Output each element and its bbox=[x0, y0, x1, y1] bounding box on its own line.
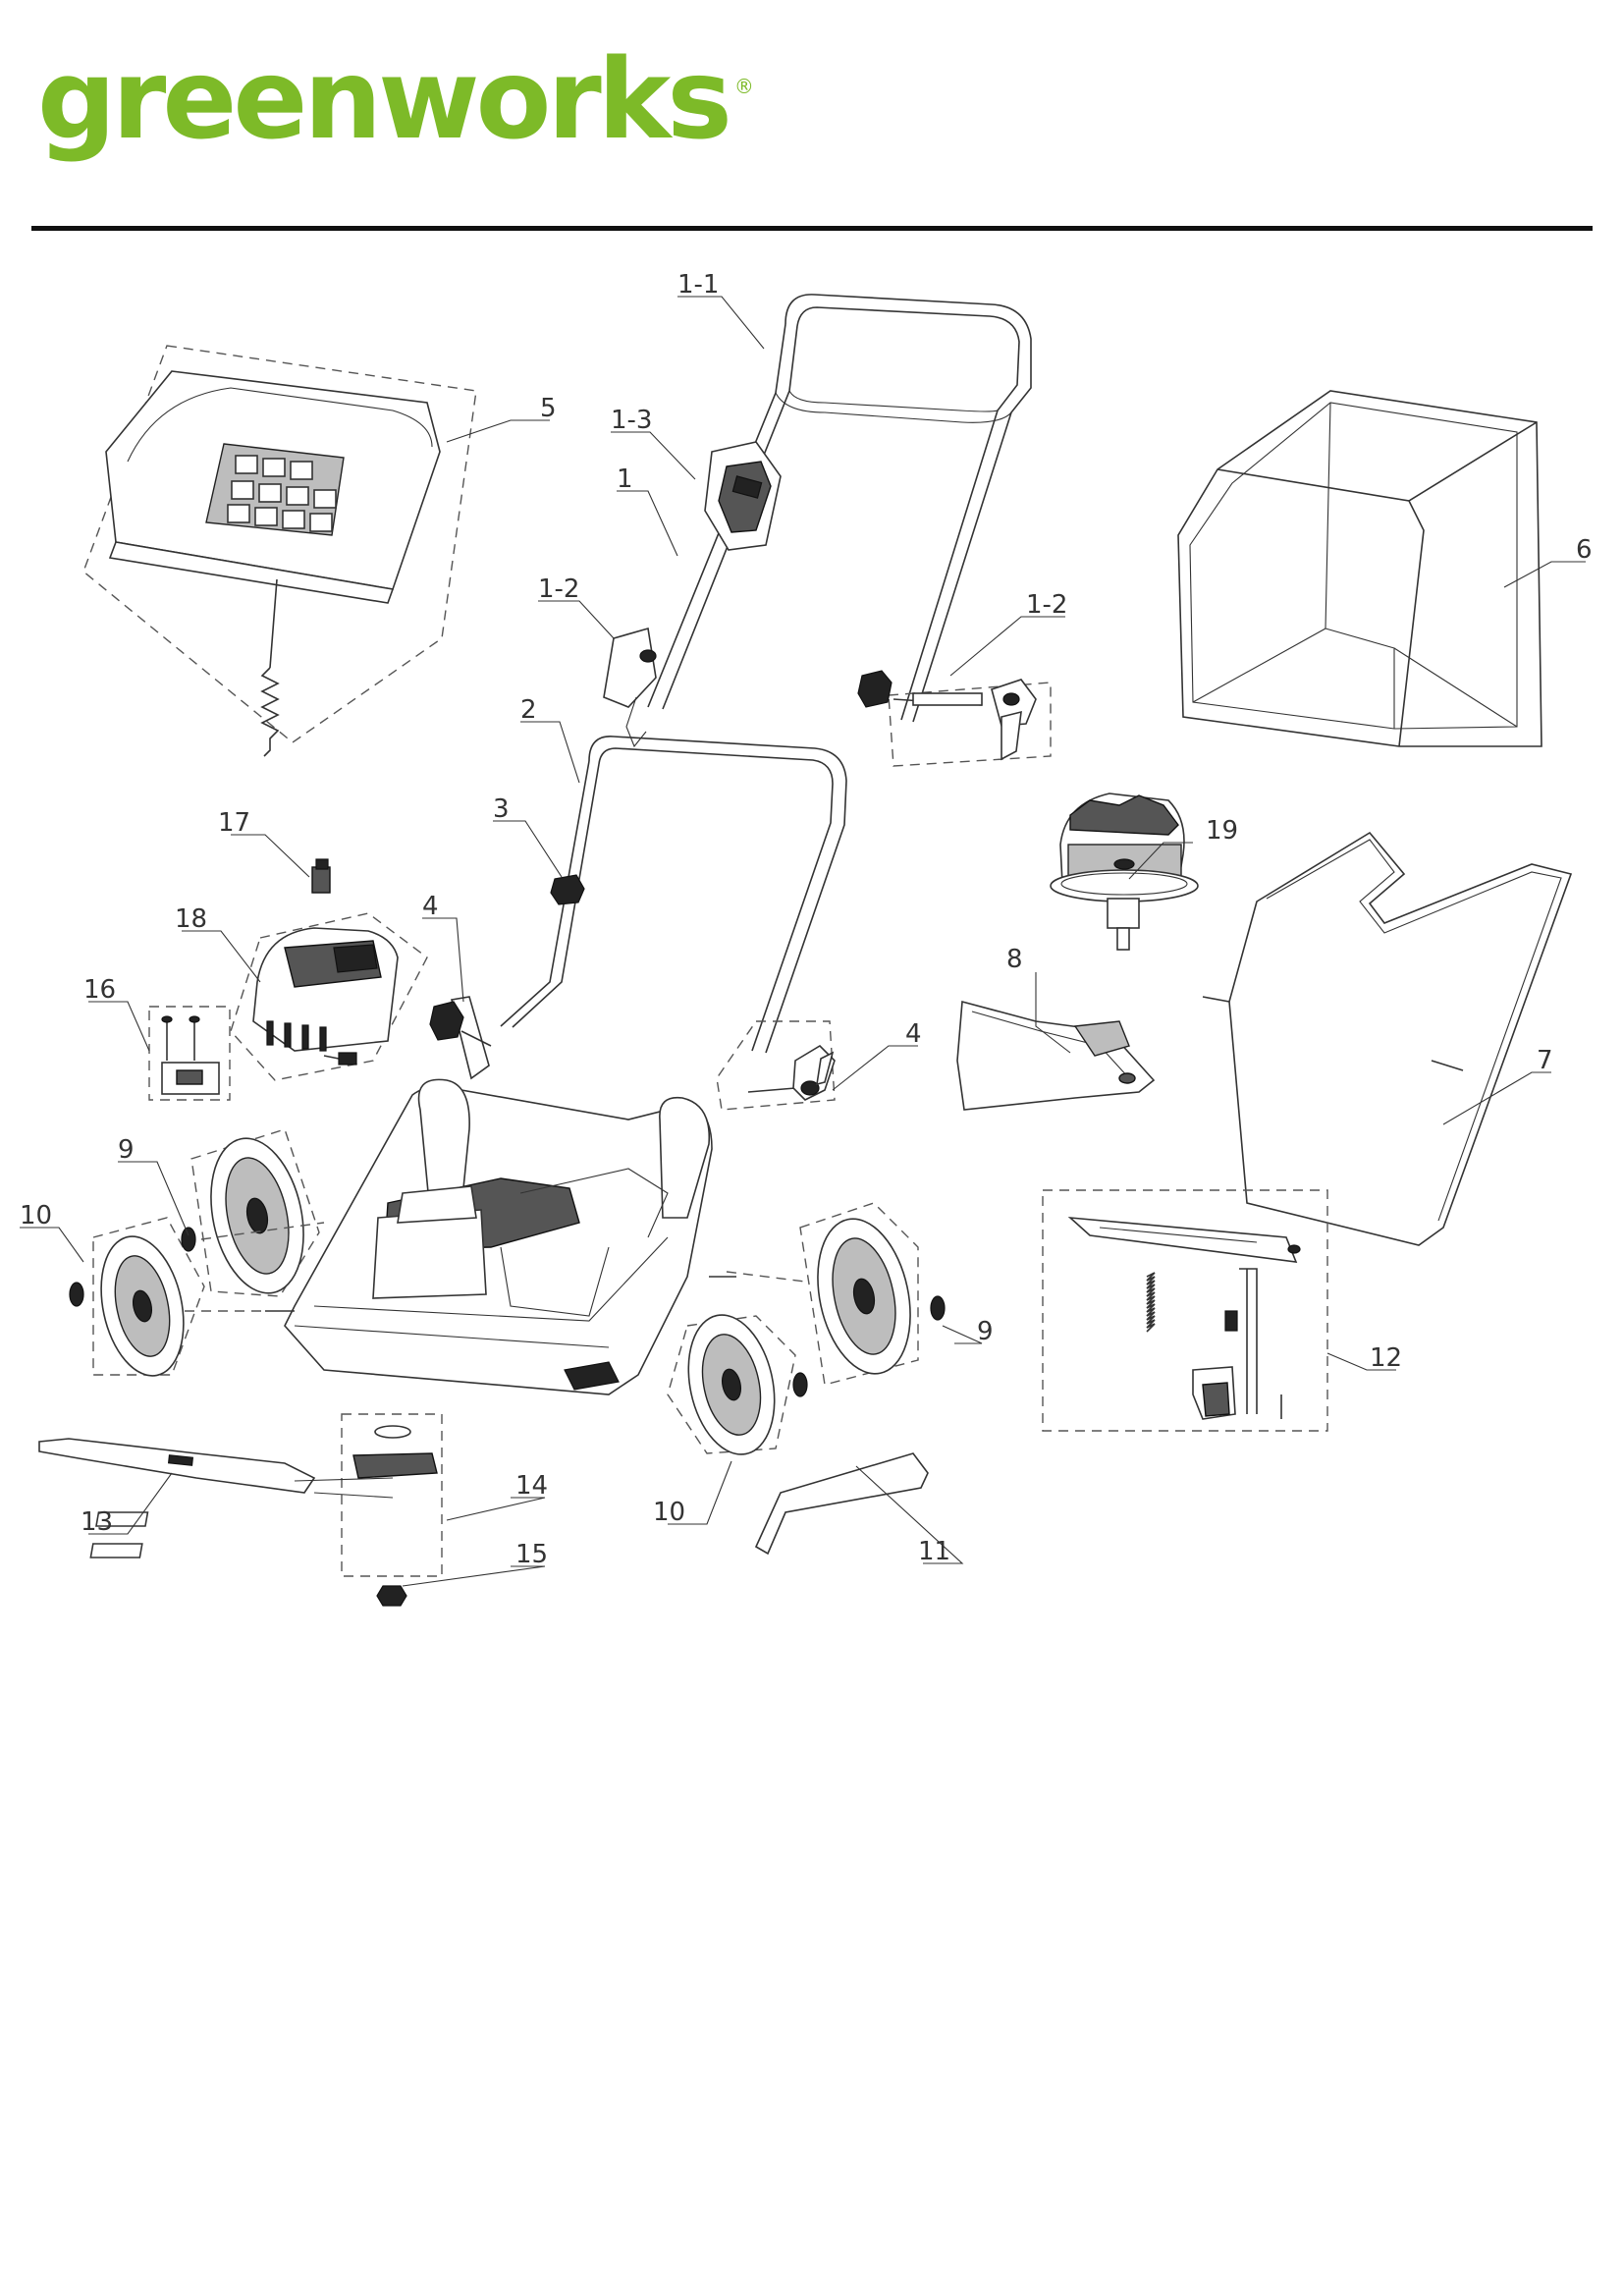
part-3-cable-clip bbox=[550, 874, 585, 905]
part-8-mulch-plug bbox=[956, 1000, 1156, 1111]
callout-11: 11 bbox=[918, 1537, 950, 1566]
callout-14: 14 bbox=[515, 1471, 548, 1501]
callout-1-2-right: 1-2 bbox=[1026, 590, 1067, 620]
part-5-safety-cover bbox=[82, 345, 477, 757]
brand-name: greenworks bbox=[37, 36, 732, 164]
callout-16: 16 bbox=[83, 975, 116, 1005]
part-7-bag-frame bbox=[1202, 831, 1573, 1246]
part-2-lower-handle bbox=[500, 736, 847, 1054]
callout-15: 15 bbox=[515, 1540, 548, 1569]
callout-9-left: 9 bbox=[118, 1135, 135, 1165]
callout-5: 5 bbox=[540, 394, 557, 423]
callout-2: 2 bbox=[520, 695, 537, 725]
callout-17: 17 bbox=[218, 808, 250, 838]
callout-10-right: 10 bbox=[653, 1498, 685, 1527]
part-1-upper-handle bbox=[603, 294, 1032, 748]
callout-8: 8 bbox=[1006, 945, 1023, 974]
mower-deck bbox=[265, 1078, 736, 1395]
registered-mark: ® bbox=[733, 75, 754, 98]
callout-18: 18 bbox=[175, 904, 207, 934]
part-13-blade bbox=[38, 1438, 316, 1494]
callout-19: 19 bbox=[1206, 816, 1238, 846]
part-17-safety-key bbox=[311, 858, 331, 894]
callout-1-3: 1-3 bbox=[611, 406, 652, 435]
callout-13: 13 bbox=[81, 1507, 113, 1537]
part-11-rear-bracket bbox=[754, 1452, 929, 1556]
part-1-2-lever-right bbox=[857, 670, 1052, 767]
callout-7: 7 bbox=[1537, 1046, 1553, 1075]
part-19-motor bbox=[1050, 793, 1199, 951]
brand-logo: greenworks® bbox=[37, 45, 754, 155]
callout-3: 3 bbox=[493, 794, 510, 824]
part-9-10-rear-left-wheels bbox=[69, 1128, 325, 1377]
part-16-switch-module bbox=[148, 1006, 231, 1101]
header-rule bbox=[31, 226, 1593, 231]
part-14-15-blade-adaptor bbox=[89, 1413, 443, 1607]
part-4-handle-knob-left bbox=[429, 996, 492, 1080]
part-9-10-front-right-wheels bbox=[667, 1202, 946, 1455]
callout-9-right: 9 bbox=[977, 1317, 994, 1346]
callout-12: 12 bbox=[1370, 1343, 1402, 1373]
callout-10-left: 10 bbox=[20, 1201, 52, 1230]
part-18-battery-cover bbox=[230, 912, 428, 1081]
leader-lines bbox=[20, 296, 1586, 1587]
callout-1-2-left: 1-2 bbox=[538, 574, 579, 604]
callout-4-left: 4 bbox=[422, 892, 439, 921]
part-6-grass-bag bbox=[1177, 390, 1542, 747]
callout-labels: 1-1 1-3 1 1-2 1-2 2 3 4 4 5 6 7 8 9 9 10… bbox=[20, 270, 1593, 1569]
callout-4-right: 4 bbox=[905, 1019, 922, 1049]
callout-6: 6 bbox=[1576, 535, 1593, 565]
callout-1: 1 bbox=[617, 465, 633, 494]
callout-1-1: 1-1 bbox=[677, 270, 719, 300]
part-12-height-adjuster bbox=[1042, 1189, 1328, 1432]
part-4-handle-knob-right bbox=[716, 1020, 836, 1111]
